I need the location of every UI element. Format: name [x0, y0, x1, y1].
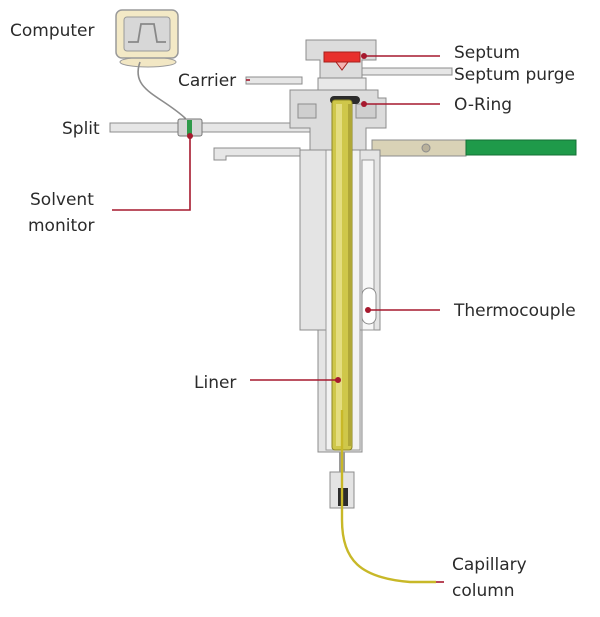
mounting-plate: [371, 139, 577, 157]
label-o-ring: O-Ring: [454, 95, 512, 115]
label-carrier: Carrier: [178, 71, 236, 91]
label-split: Split: [62, 119, 100, 139]
label-septum-purge: Septum purge: [454, 65, 575, 85]
split-line: [109, 118, 321, 137]
label-computer: Computer: [10, 21, 95, 41]
label-solvent-monitor-line2: monitor: [28, 216, 95, 236]
label-solvent-monitor-line1: Solvent: [30, 190, 94, 210]
septum: [323, 51, 361, 63]
computer-cable: [137, 61, 189, 125]
computer-icon: [115, 9, 179, 68]
label-thermocouple: Thermocouple: [453, 301, 576, 321]
septum-purge-line: [359, 67, 453, 76]
liner: [331, 99, 353, 451]
leader-dots: [187, 53, 371, 383]
label-capillary-column-line2: column: [452, 581, 515, 601]
left-flange: [213, 147, 301, 161]
leader-lines: [112, 55, 444, 583]
label-capillary-column-line1: Capillary: [452, 555, 527, 575]
carrier-line: [245, 76, 303, 85]
label-liner: Liner: [194, 373, 236, 393]
capillary-column: [340, 410, 436, 584]
label-septum: Septum: [454, 43, 520, 63]
needle-guide: [335, 61, 349, 71]
